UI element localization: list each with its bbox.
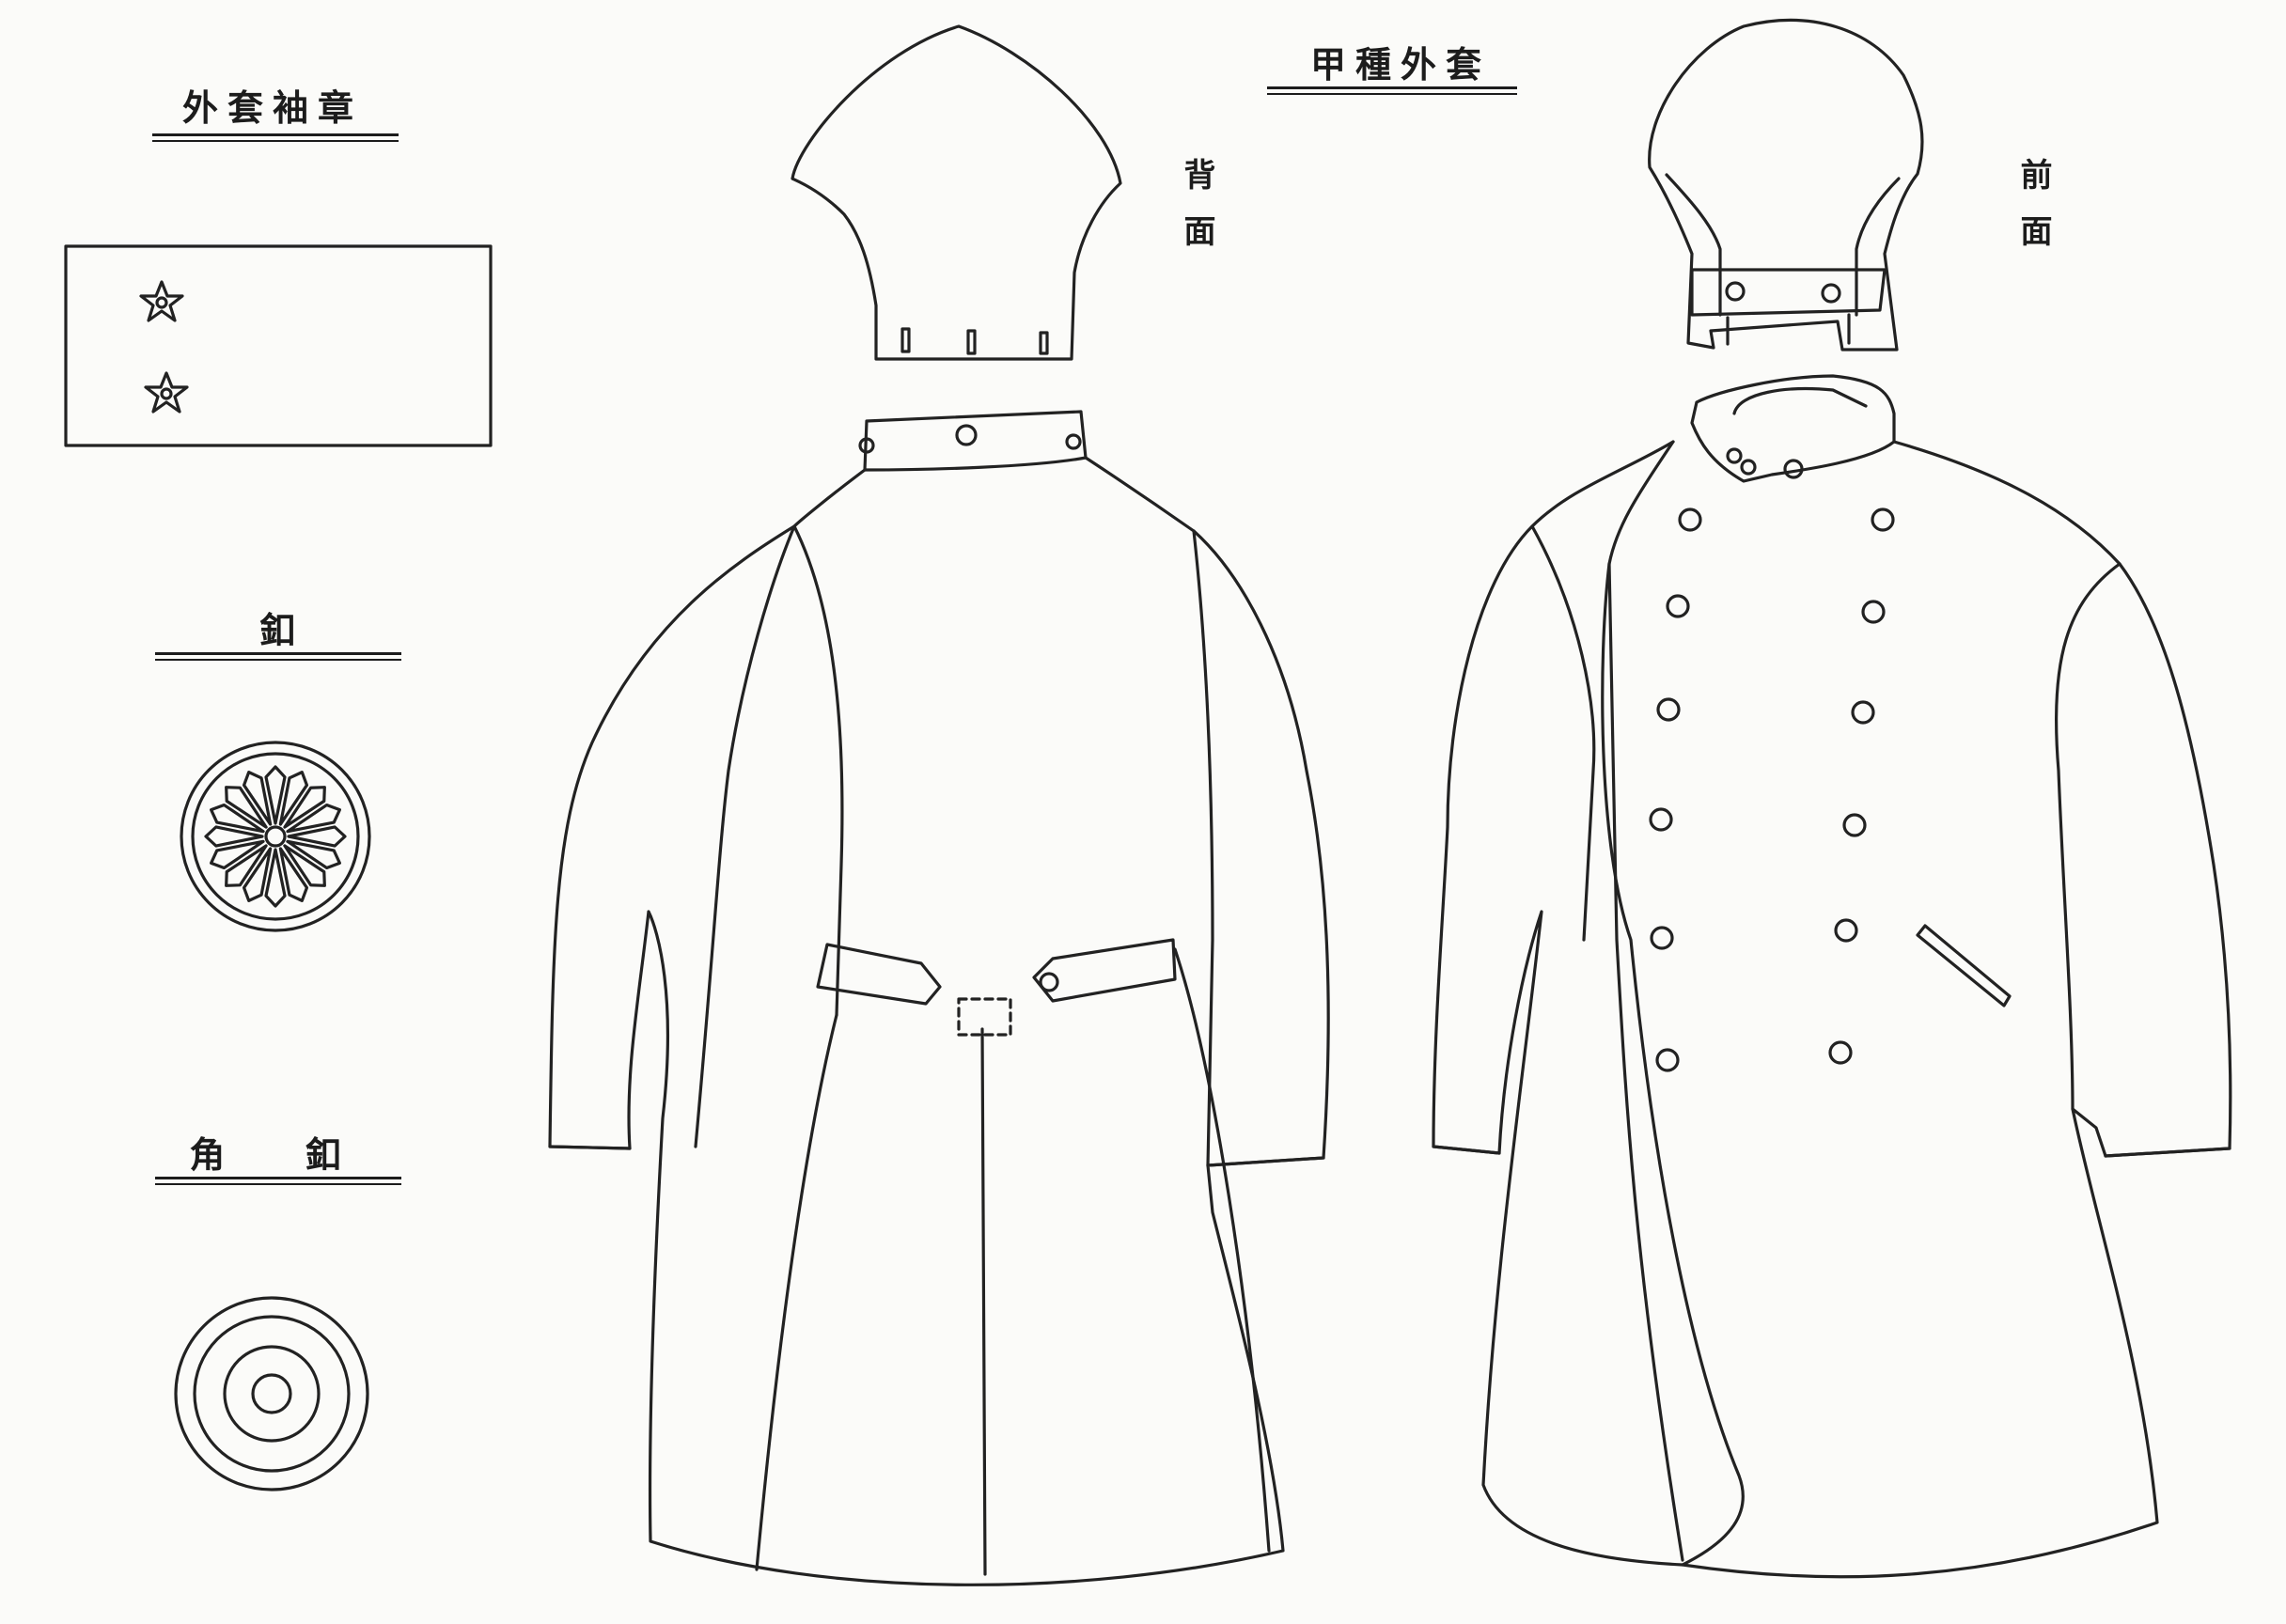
horn-button-underline	[155, 1177, 401, 1185]
crest-petal	[225, 786, 268, 829]
hood-slit	[966, 329, 977, 355]
back-hood	[791, 24, 1122, 361]
crest-petal	[242, 847, 273, 902]
crest-petal	[264, 765, 287, 825]
crest-petal	[286, 803, 341, 834]
front-view-label: 前面	[2014, 158, 2052, 271]
crest-petal	[264, 848, 287, 908]
crest-petal	[283, 844, 326, 887]
horn-button-heading: 角 釦	[189, 1133, 375, 1176]
crest-petal	[204, 825, 264, 848]
concentric-button-icon	[174, 1296, 369, 1491]
crest-petal	[242, 771, 273, 826]
sleeve-badge	[64, 244, 493, 447]
chrysanthemum-crest-icon	[180, 741, 371, 932]
hood-slit	[900, 327, 911, 353]
button-heading: 釦	[258, 609, 305, 651]
star-icon	[144, 371, 189, 414]
front-coat	[1432, 374, 2232, 1579]
front-hood	[1648, 18, 1924, 351]
belt-buckle	[957, 997, 1012, 1037]
button-underline	[155, 652, 401, 661]
hood-slit	[1039, 331, 1049, 355]
collar-button	[955, 424, 978, 446]
collar-button	[1783, 459, 1804, 479]
crest-petal	[283, 786, 326, 829]
crest-petal	[286, 839, 341, 870]
crest-petal	[278, 771, 309, 826]
crest-petal	[225, 844, 268, 887]
star-icon	[139, 280, 184, 322]
sleeve-badge-heading: 外套袖章	[181, 86, 363, 129]
back-coat	[548, 410, 1330, 1586]
crest-petal	[287, 825, 347, 848]
back-view-label: 背面	[1178, 158, 1215, 271]
main-title-underline	[1267, 86, 1517, 95]
sleeve-badge-underline	[152, 133, 399, 142]
pocket-flap	[1916, 924, 2012, 1007]
crest-petal	[210, 839, 265, 870]
crest-petal	[278, 847, 309, 902]
sleeve-badge-frame	[64, 244, 493, 447]
main-title: 甲種外套	[1309, 43, 1491, 86]
crest-petal	[210, 803, 265, 834]
